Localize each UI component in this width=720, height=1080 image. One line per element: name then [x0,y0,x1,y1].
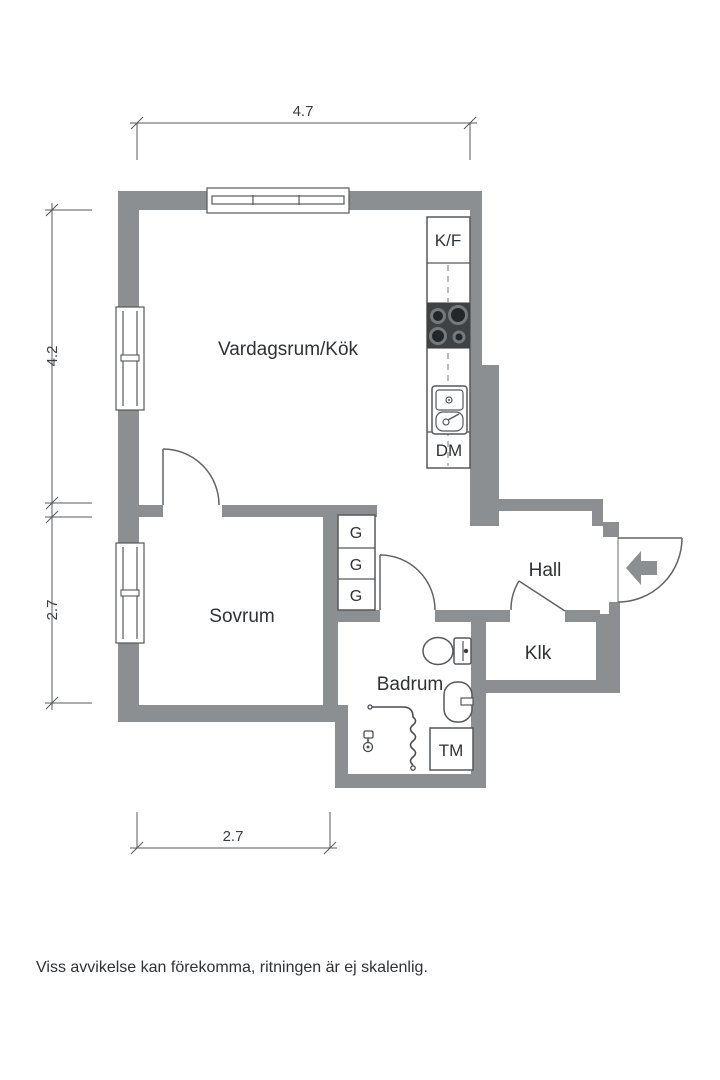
shower-curtain [367,704,417,771]
dimension-bottom-value: 2.7 [223,828,244,845]
wardrobe-3-label: G [350,588,362,605]
wardrobe-cabinets: G G G [337,514,376,611]
wall-bedroom-right [323,505,338,722]
wall-entry-jamb-bottom [609,602,620,617]
label-bedroom: Sovrum [209,606,274,627]
door-closet [510,580,566,612]
burner-icon [429,327,447,345]
burner-icon [430,308,446,324]
wardrobe-2-label: G [350,557,362,574]
toilet-icon [422,636,472,666]
wall-bath-closet-divider [471,610,486,788]
dimensions: 4.7 4.2 2.7 2.7 [44,103,477,855]
dimension-left-upper-value: 4.2 [44,346,61,367]
washing-machine-label: TM [439,741,464,760]
dimension-top-value: 4.7 [293,103,314,120]
wall-hall-top [499,499,603,511]
wall-closet-right [596,614,620,693]
wall-hall-bottom-a [338,610,380,622]
doors [162,448,683,612]
kitchen-sink [431,385,468,435]
door-bathroom [379,554,436,611]
window-top [206,187,350,214]
wardrobe-1-label: G [350,525,362,542]
dimension-left-lower-value: 2.7 [44,600,61,621]
door-bedroom [162,448,220,506]
burner-icon [452,330,466,344]
wall-bath-left [335,705,348,788]
walls [118,191,620,788]
windows [115,187,350,644]
bathroom-fixtures: TM [362,636,474,771]
label-closet: Klk [525,643,552,664]
wall-bedroom-bottom [118,705,338,722]
dimension-bottom: 2.7 [130,812,337,855]
fridge-freezer-label: K/F [435,231,461,250]
washbasin-icon [443,681,474,723]
wall-bedroom-top-left [138,505,163,517]
wall-bedroom-top-right [222,505,377,517]
washing-machine: TM [429,727,474,771]
wall-right-upper [470,191,482,365]
wall-bath-bottom [335,774,486,788]
dimension-left: 4.2 2.7 [44,203,92,710]
wall-right-kitchen-slab [470,365,499,526]
label-living-kitchen: Vardagsrum/Kök [218,339,359,360]
dishwasher-label: DM [436,441,462,460]
wall-hall-bottom-b [435,610,510,622]
dimension-top: 4.7 [130,103,477,160]
wall-entry-step [592,511,603,526]
wall-entry-jamb-top [603,522,619,537]
window-bedroom-left [115,542,145,644]
label-hall: Hall [529,560,562,581]
room-labels: Vardagsrum/Kök Sovrum Hall Klk Badrum [209,339,561,695]
door-entrance [617,537,683,603]
kitchen-counter: K/F DM [426,216,471,469]
shower-head-icon [362,730,374,753]
wall-closet-bottom [471,680,620,693]
wall-hall-bottom-c [565,610,600,622]
window-living-left [115,306,145,411]
label-bathroom: Badrum [377,674,444,695]
entrance-arrow-icon [626,551,657,585]
burner-icon [448,305,468,325]
stove [427,303,470,348]
disclaimer-text: Viss avvikelse kan förekomma, ritningen … [36,959,428,976]
